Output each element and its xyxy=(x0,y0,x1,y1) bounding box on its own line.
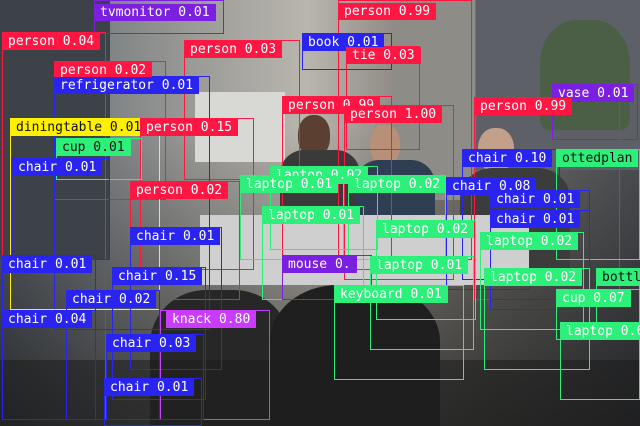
detection-label: laptop 0.6 xyxy=(560,323,640,340)
detection-box xyxy=(480,232,584,330)
detection-label: diningtable 0.01 xyxy=(10,119,148,136)
detection-label: book 0.01 xyxy=(302,34,385,51)
detection-label: chair 0.08 xyxy=(446,178,537,195)
detection-label: chair 0.01 xyxy=(490,191,581,208)
detection-label: person 0.99 xyxy=(474,98,573,115)
detection-label: laptop 0.02 xyxy=(348,176,447,193)
detection-box xyxy=(484,268,590,370)
detection-label: chair 0.01 xyxy=(104,379,195,396)
detection-label: chair 0.03 xyxy=(106,335,197,352)
detection-box xyxy=(10,118,160,310)
detection-box xyxy=(490,210,590,310)
detection-label: refrigerator 0.01 xyxy=(54,77,200,94)
detection-label: bottl xyxy=(596,269,640,286)
detection-label: person 0.04 xyxy=(2,33,101,50)
detection-label: person 0.02 xyxy=(130,182,229,199)
detection-label: laptop 0.02 xyxy=(484,269,583,286)
detection-label: person 0.03 xyxy=(184,41,283,58)
detection-box xyxy=(106,334,204,420)
detection-label: cup 0.07 xyxy=(556,290,631,307)
detection-label: chair 0.02 xyxy=(66,291,157,308)
detection-label: chair 0.01 xyxy=(12,159,103,176)
detection-label: person 0.15 xyxy=(140,119,239,136)
detection-box xyxy=(334,285,464,380)
detection-label: cup 0.01 xyxy=(56,139,131,156)
detection-label: chair 0.15 xyxy=(112,268,203,285)
detection-label: person 0.99 xyxy=(338,3,437,20)
detection-label: keyboard 0.01 xyxy=(334,286,448,303)
detection-label: chair 0.01 xyxy=(130,228,221,245)
detection-label: chair 0.10 xyxy=(462,150,553,167)
detection-box xyxy=(370,256,474,350)
detection-box xyxy=(2,310,96,420)
detection-label: chair 0.01 xyxy=(490,211,581,228)
detection-label: chair 0.01 xyxy=(2,256,93,273)
detection-label: laptop 0.01 xyxy=(240,176,339,193)
detection-label: vase 0.01 xyxy=(552,85,635,102)
detection-box xyxy=(160,310,270,420)
detection-label: tie 0.03 xyxy=(346,47,421,64)
detection-label: tvmonitor 0.01 xyxy=(94,4,216,21)
detection-label: laptop 0.01 xyxy=(262,207,361,224)
detection-label: laptop 0.02 xyxy=(376,221,475,238)
detection-label: chair 0.04 xyxy=(2,311,93,328)
detection-box xyxy=(282,255,372,300)
detection-label: knack 0.80 xyxy=(166,311,257,328)
detection-label: mouse 0. xyxy=(282,256,357,273)
detection-label: laptop 0.02 xyxy=(480,233,579,250)
person-head xyxy=(370,125,400,165)
detection-label: laptop 0.01 xyxy=(370,257,469,274)
detection-label: ottedplan xyxy=(556,150,639,167)
detection-label: person 0.02 xyxy=(54,62,153,79)
detection-label: person 1.00 xyxy=(344,106,443,123)
